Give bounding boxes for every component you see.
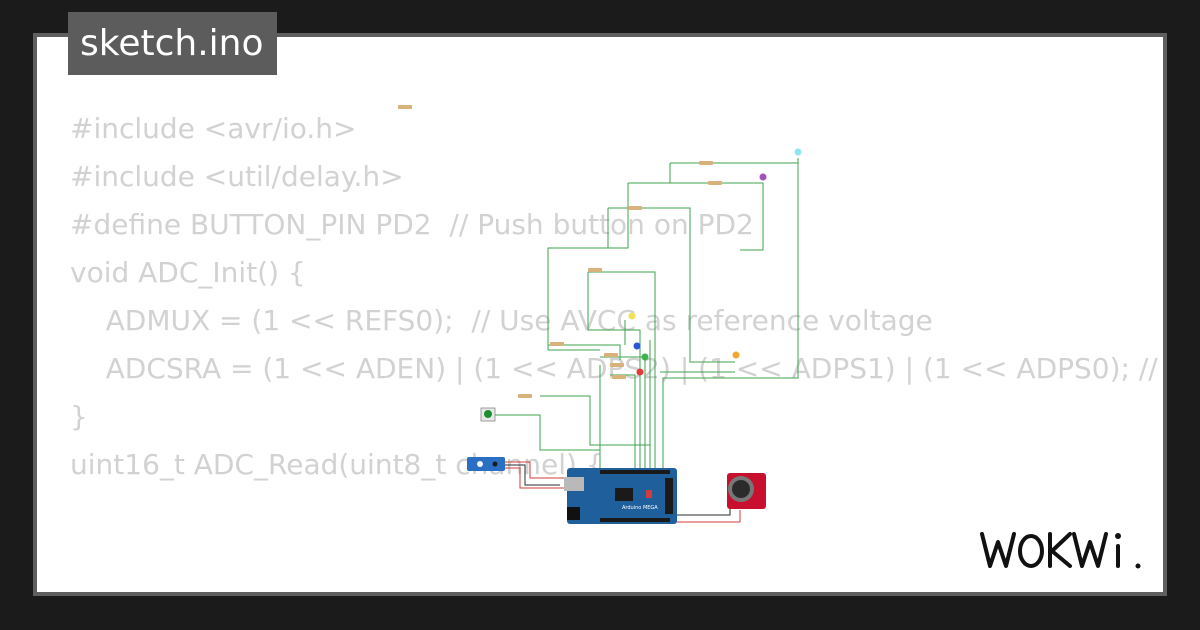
code-line: } bbox=[70, 400, 88, 433]
code-line: ADMUX = (1 << REFS0); // Use AVCC as ref… bbox=[70, 304, 933, 337]
wokwi-logo bbox=[980, 532, 1141, 569]
sensor-module bbox=[467, 457, 505, 471]
file-tab[interactable]: sketch.ino bbox=[68, 12, 278, 75]
board-label: Arduino MEGA bbox=[622, 505, 658, 511]
code-line: #include <avr/io.h> bbox=[70, 112, 357, 145]
push-button bbox=[480, 407, 496, 422]
code-editor: #include <avr/io.h> #include <util/delay.… bbox=[70, 105, 1158, 489]
code-line: #define BUTTON_PIN PD2 // Push button on… bbox=[70, 208, 754, 241]
code-line: #include <util/delay.h> bbox=[70, 160, 404, 193]
arduino-board: Arduino MEGA bbox=[564, 468, 677, 524]
red-wires bbox=[505, 461, 741, 523]
leds bbox=[628, 148, 802, 376]
joystick-module bbox=[727, 473, 766, 509]
code-line: void ADC_Init() { bbox=[70, 256, 306, 289]
file-tab-label: sketch.ino bbox=[80, 23, 264, 64]
green-wires bbox=[495, 158, 799, 470]
resistors bbox=[398, 105, 722, 398]
